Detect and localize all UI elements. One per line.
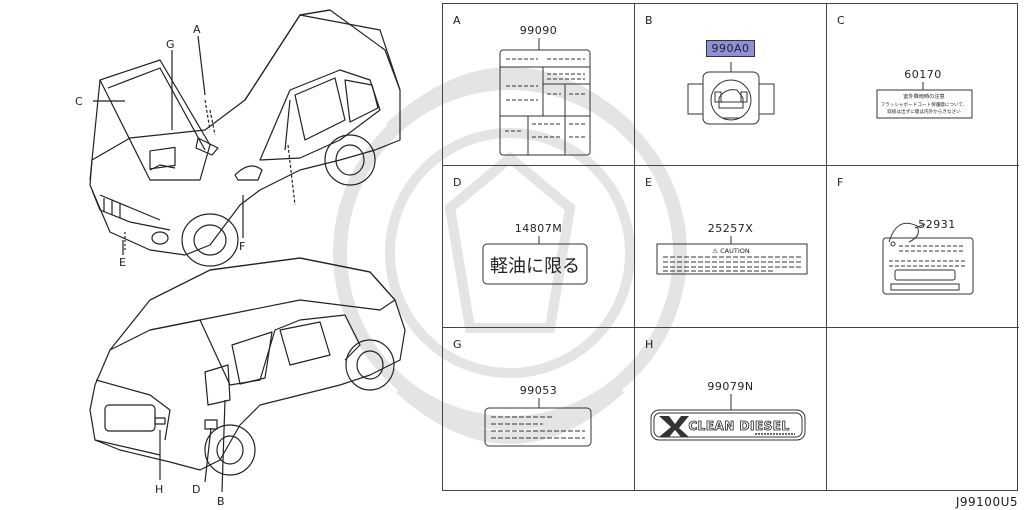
cell-c[interactable]: C 60170 室外降雨時の注意 フラッシャボードコート保護膜について、 取扱は… [827,4,1019,166]
cell-letter: E [645,176,652,189]
callout-d: D [192,483,200,496]
front-car-hood-open [99,59,211,181]
cell-a[interactable]: A 99090 [443,4,635,166]
warning-label-illustration: 室外降雨時の注意 フラッシャボードコート保護膜について、 取扱は出ずに膜は内外か… [876,82,973,119]
callout-g: G [166,38,175,51]
cell-letter: B [645,14,653,27]
part-number[interactable]: 99079N [707,380,754,393]
diagram-code: J99100U5 [955,495,1018,509]
cell-letter: F [837,176,844,189]
part-number[interactable]: 52931 [918,218,956,231]
cell-e[interactable]: E 25257X ⚠ CAUTION [635,166,827,328]
cell-letter: D [453,176,462,189]
clean-diesel-emblem-illustration: CLEAN DIESEL [650,394,806,441]
part-number[interactable]: 25257X [707,222,754,235]
cell-letter: H [645,338,654,351]
emblem-text: CLEAN DIESEL [688,419,789,433]
label-sheet-illustration [499,38,591,156]
parts-label-grid: A 99090 [442,3,1019,491]
label-text: 軽油に限る [490,256,580,277]
callout-a: A [193,23,201,36]
info-label-illustration [484,398,592,447]
label-line-3: 取扱は出ずに膜は内外からきなさい [887,108,961,115]
cell-empty [827,328,1019,490]
rear-car-roof [149,257,396,331]
front-car-roof [244,9,401,101]
cell-letter: C [837,14,845,27]
callout-c: C [75,95,83,108]
cell-letter: G [453,338,462,351]
rear-car-body [89,257,406,471]
diesel-only-label-illustration: 軽油に限る [482,236,588,285]
callout-f: F [239,240,245,253]
cell-d[interactable]: D 14807M 軽油に限る [443,166,635,328]
callout-b: B [217,495,225,508]
vehicle-drawings: C G A E F H D B [75,9,406,508]
vehicle-illustration-panel: C G A E F H D B [0,0,440,510]
cell-g[interactable]: G 99053 [443,328,635,490]
part-number[interactable]: 60170 [904,68,942,81]
part-number[interactable]: 99090 [519,24,558,37]
hang-tag-illustration [882,222,974,295]
caution-label-illustration: ⚠ CAUTION [656,236,808,275]
cell-f[interactable]: F 52931 [827,166,1019,328]
callout-e: E [119,256,126,269]
part-number[interactable]: 14807M [514,222,563,235]
cell-h[interactable]: H 99079N CLEAN DIESEL [635,328,827,490]
label-line-1: 室外降雨時の注意 [903,92,945,100]
part-number-highlighted[interactable]: 990A0 [706,40,755,57]
label-line-2: フラッシャボードコート保護膜について、 [881,101,968,108]
caution-heading: ⚠ CAUTION [712,247,750,255]
x-mark-icon [659,416,689,437]
tire-pressure-label-illustration [687,62,775,125]
part-number[interactable]: 99053 [519,384,558,397]
callout-h: H [155,483,163,496]
cell-letter: A [453,14,461,27]
front-car-body [89,14,401,256]
cell-b[interactable]: B 990A0 [635,4,827,166]
